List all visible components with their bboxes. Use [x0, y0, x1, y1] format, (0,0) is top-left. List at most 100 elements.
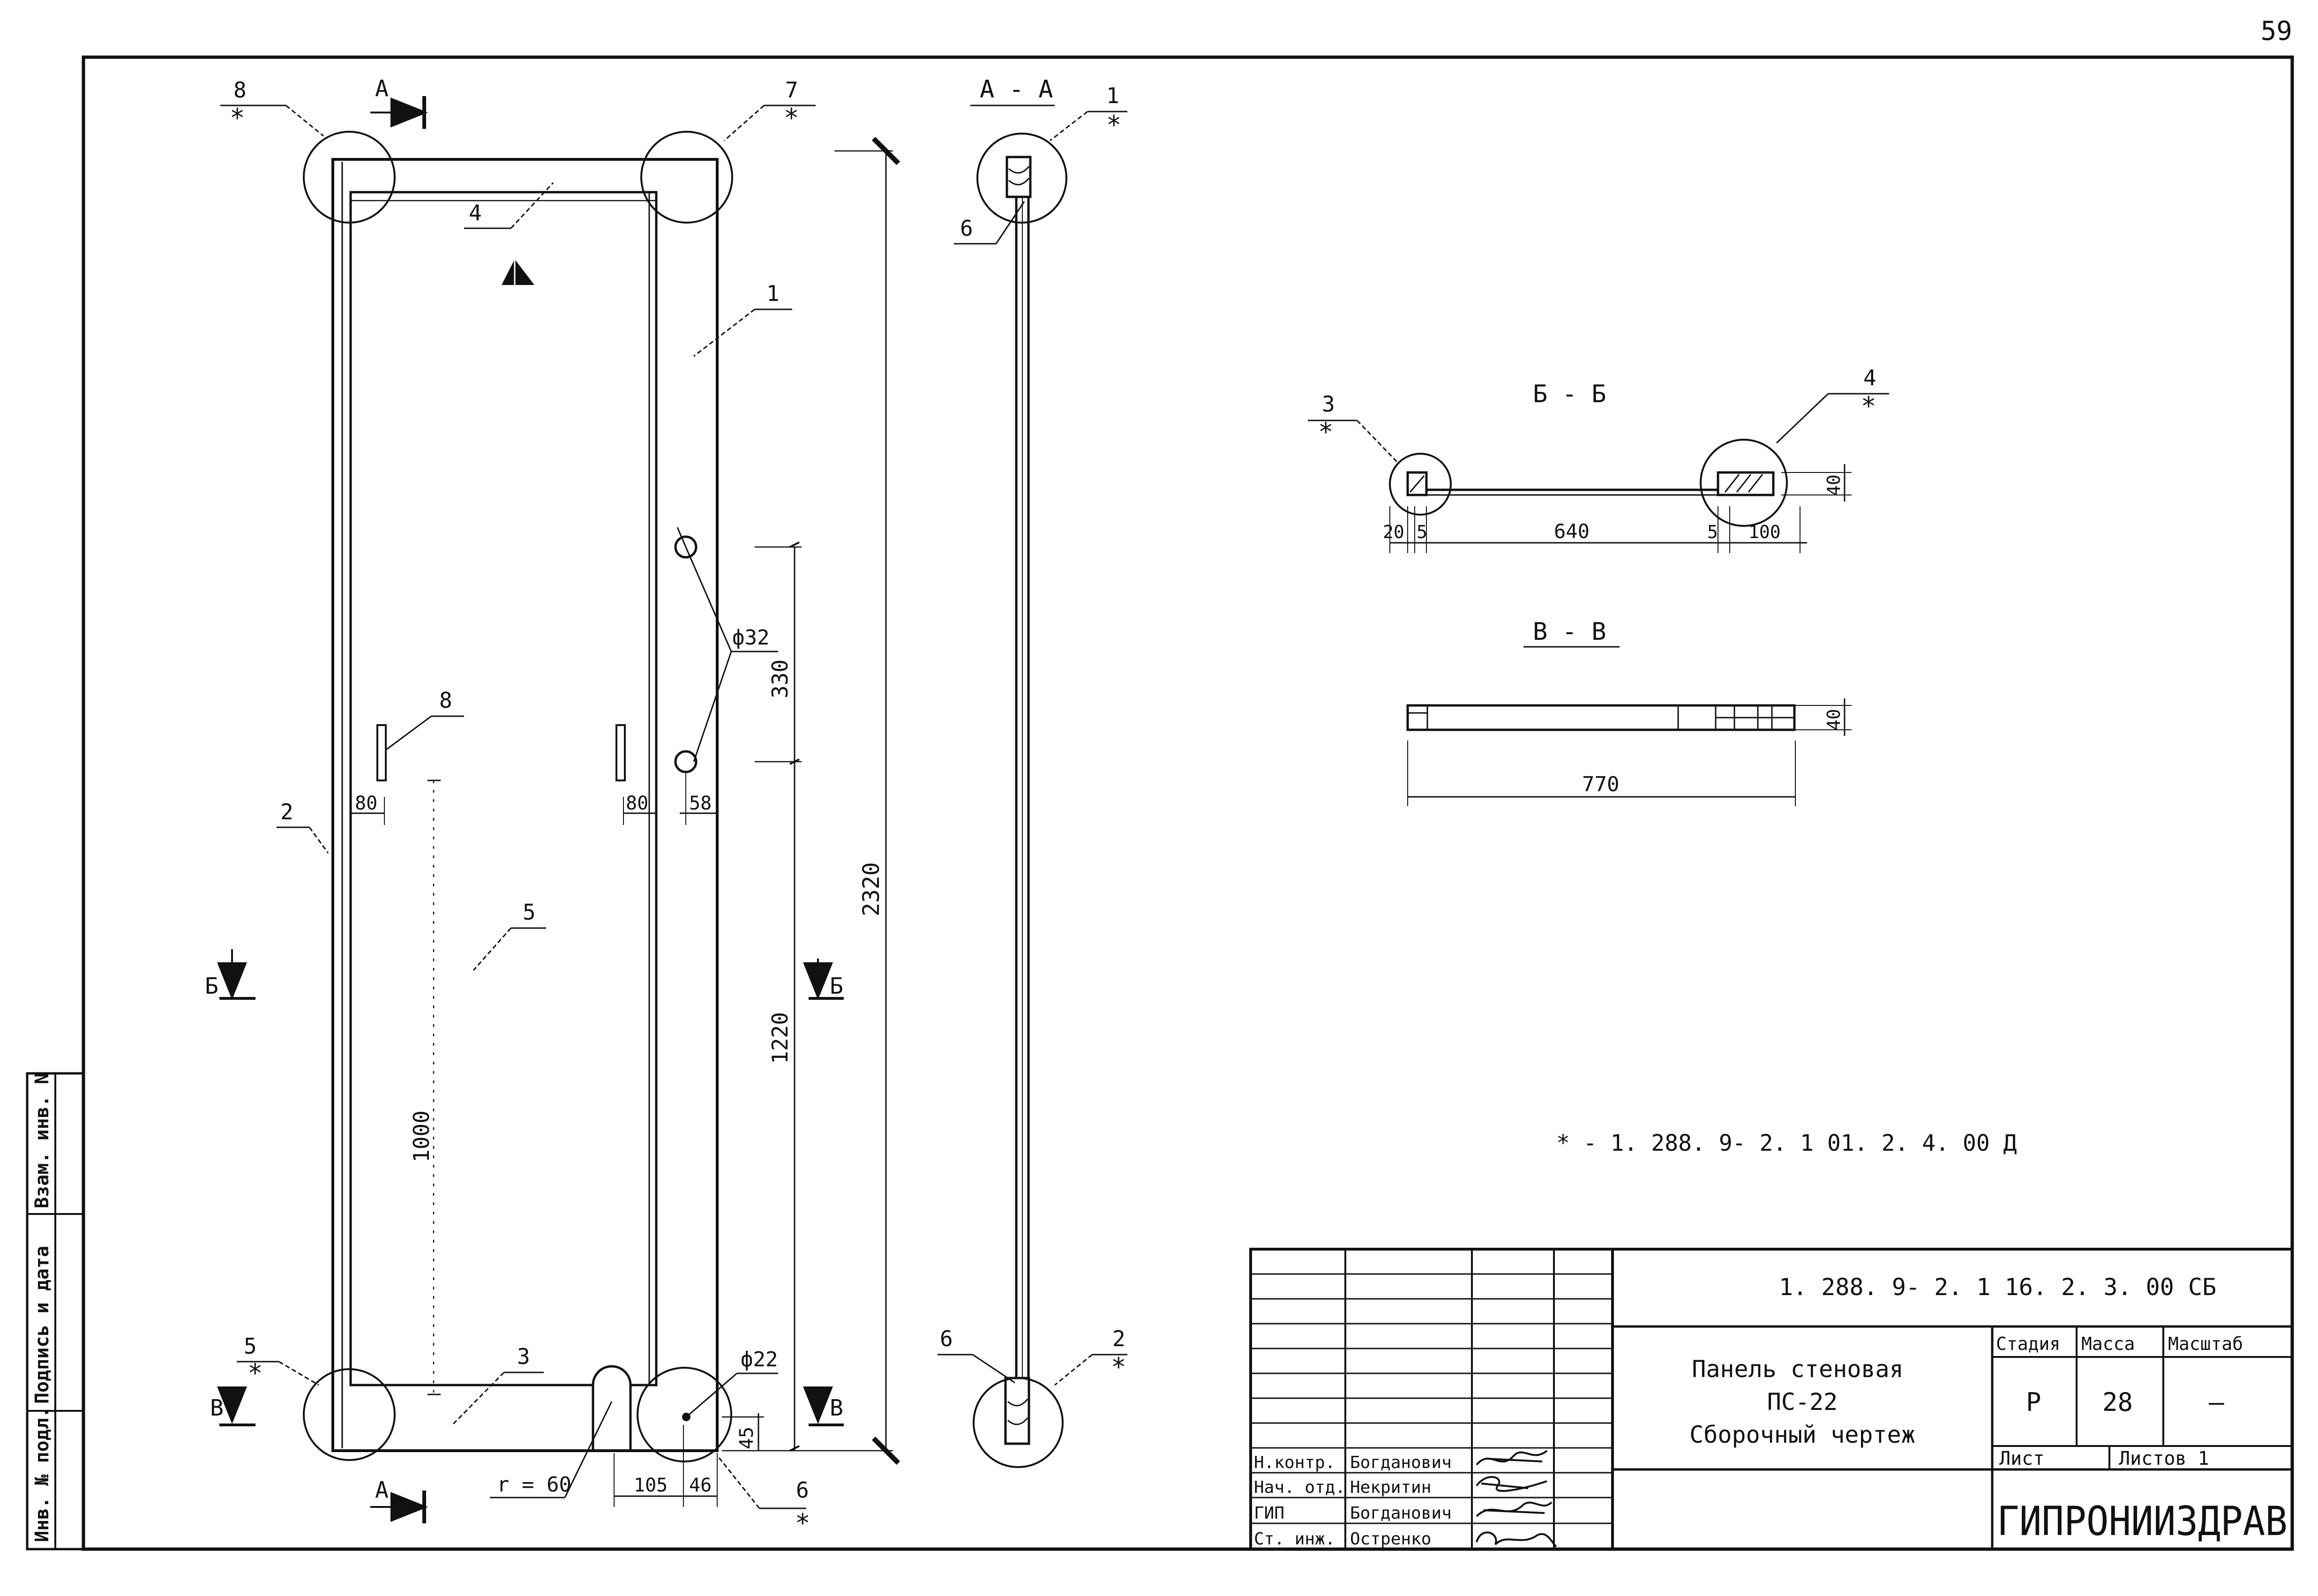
hole-32-lower — [674, 750, 698, 773]
aa-callout-1-star: * — [1106, 110, 1122, 140]
drawing-title-line3: Сборочный чертеж — [1689, 1421, 1915, 1448]
dim-45: 45 — [736, 1427, 758, 1449]
bb-callout-3: 3 — [1322, 391, 1335, 417]
callout-7: 7 — [785, 77, 798, 103]
bb-detail-circle-right — [1700, 439, 1788, 527]
bb-dim-40: 40 — [1823, 474, 1844, 496]
scale-value: — — [2209, 1387, 2224, 1417]
section-aa-title: А - А — [980, 75, 1053, 104]
aa-callout-2: 2 — [1112, 1326, 1125, 1351]
signature-0 — [1476, 1450, 1548, 1466]
dim-1220: 1220 — [767, 1012, 793, 1064]
col-mass-label: Масса — [2081, 1334, 2135, 1354]
slot-left — [376, 724, 387, 781]
staff-role-0: Н.контр. — [1254, 1453, 1335, 1472]
section-aa: А - А 1 * 6 6 2 * — [938, 75, 1127, 1468]
staff-role-2: ГИП — [1254, 1504, 1284, 1523]
aa-detail-circle-bottom — [973, 1377, 1064, 1468]
dim-80-right: 80 — [626, 793, 648, 814]
drawing-frame — [82, 55, 2294, 1551]
bb-dim-5b: 5 — [1707, 522, 1718, 542]
aa-callout-6-top: 6 — [960, 216, 973, 241]
dim-46: 46 — [689, 1475, 712, 1496]
title-block: 1. 288. 9- 2. 1 16. 2. 3. 00 СБ Панель с… — [1249, 1248, 2294, 1551]
callout-6-bottom: 6 — [796, 1477, 809, 1503]
mass-value: 28 — [2102, 1387, 2133, 1417]
bottom-notch — [592, 1385, 632, 1451]
callout-8-top-star: * — [230, 103, 245, 133]
roughness-symbol — [502, 259, 534, 285]
sheet-label: Лист — [1999, 1448, 2044, 1469]
staff-name-0: Богданович — [1350, 1453, 1452, 1472]
bb-dim-640: 640 — [1554, 520, 1590, 543]
section-mark-a-bottom: А — [375, 1477, 389, 1503]
section-mark-b-left: Б — [205, 973, 218, 999]
dim-105: 105 — [634, 1475, 668, 1496]
signature-1 — [1476, 1476, 1547, 1492]
drawing-title-line1: Панель стеновая — [1692, 1356, 1904, 1383]
staff-name-1: Некритин — [1350, 1478, 1431, 1497]
bb-callout-4-star: * — [1861, 391, 1876, 421]
dim-58: 58 — [689, 793, 712, 814]
col-scale-label: Масштаб — [2168, 1334, 2243, 1354]
stamp-inventory-number: Инв. № подл. — [31, 1407, 53, 1542]
sheet-number: 59 — [2261, 16, 2292, 46]
panel-outline — [331, 158, 719, 1452]
bb-dim-100: 100 — [1748, 522, 1781, 542]
aa-detail-circle-top — [976, 133, 1067, 224]
drawing-title-line2: ПС-22 — [1767, 1388, 1838, 1416]
aa-callout-6-bottom: 6 — [940, 1326, 953, 1351]
callout-5-bottom-star: * — [248, 1358, 263, 1388]
label-hole-32: ф32 — [732, 626, 769, 650]
callout-4-top: 4 — [469, 200, 482, 225]
doc-code: 1. 288. 9- 2. 1 16. 2. 3. 00 СБ — [1779, 1274, 2216, 1301]
detail-circle-5 — [303, 1368, 396, 1461]
sheets-count-label: Листов 1 — [2119, 1448, 2209, 1469]
stamp-signature-date: Подпись и дата — [31, 1246, 53, 1404]
signature-2 — [1476, 1501, 1553, 1517]
section-bb: Б - Б 20 5 640 5 100 40 3 * — [1308, 365, 1889, 553]
callout-8-mid: 8 — [439, 688, 452, 713]
section-vv: В - В 770 40 — [1406, 618, 1852, 806]
staff-name-2: Богданович — [1350, 1504, 1452, 1523]
bb-callout-3-star: * — [1318, 417, 1334, 447]
slot-right — [615, 724, 626, 781]
front-view: 1000 2320 330 1220 45 80 80 58 — [205, 75, 900, 1538]
signature-3 — [1476, 1531, 1557, 1548]
callout-8-top: 8 — [233, 77, 247, 103]
callout-5-bottom: 5 — [244, 1334, 257, 1359]
section-mark-b-right: Б — [830, 973, 843, 999]
section-vv-title: В - В — [1533, 618, 1606, 646]
organization-name: ГИПРОНИИЗДРАВ — [1997, 1498, 2288, 1545]
dim-radius: r = 60 — [497, 1473, 571, 1497]
bb-dim-5a: 5 — [1417, 522, 1427, 542]
section-mark-v-right: В — [830, 1395, 843, 1421]
staff-name-3: Остренко — [1350, 1529, 1431, 1549]
dim-1000: 1000 — [409, 1110, 434, 1162]
detail-circle-7 — [640, 131, 733, 224]
dim-330: 330 — [767, 659, 793, 698]
panel-inner-frame — [349, 191, 658, 1386]
side-stamp: Инв. № подл. Подпись и дата Взам. инв. N — [26, 1072, 85, 1551]
callout-7-star: * — [784, 103, 799, 133]
callout-3: 3 — [517, 1344, 530, 1369]
stage-value: Р — [2026, 1387, 2041, 1417]
bb-callout-4: 4 — [1863, 365, 1876, 390]
stamp-replacement-number: Взам. инв. N — [31, 1073, 53, 1208]
hole-32-upper — [674, 535, 698, 559]
col-stage-label: Стадия — [1996, 1334, 2060, 1354]
aa-callout-2-star: * — [1111, 1352, 1126, 1382]
section-mark-v-left: В — [210, 1395, 224, 1421]
dim-2320: 2320 — [858, 862, 885, 916]
staff-role-3: Ст. инж. — [1254, 1529, 1335, 1549]
label-hole-22: ф22 — [741, 1348, 778, 1371]
vv-dim-40: 40 — [1823, 709, 1844, 730]
section-mark-a-top: А — [375, 75, 389, 102]
aa-callout-1: 1 — [1106, 83, 1119, 108]
callout-1: 1 — [766, 281, 780, 306]
bb-dim-20: 20 — [1383, 522, 1404, 542]
staff-role-1: Нач. отд. — [1254, 1478, 1345, 1497]
detail-circle-8 — [303, 131, 396, 224]
callout-6-bottom-star: * — [795, 1508, 810, 1538]
